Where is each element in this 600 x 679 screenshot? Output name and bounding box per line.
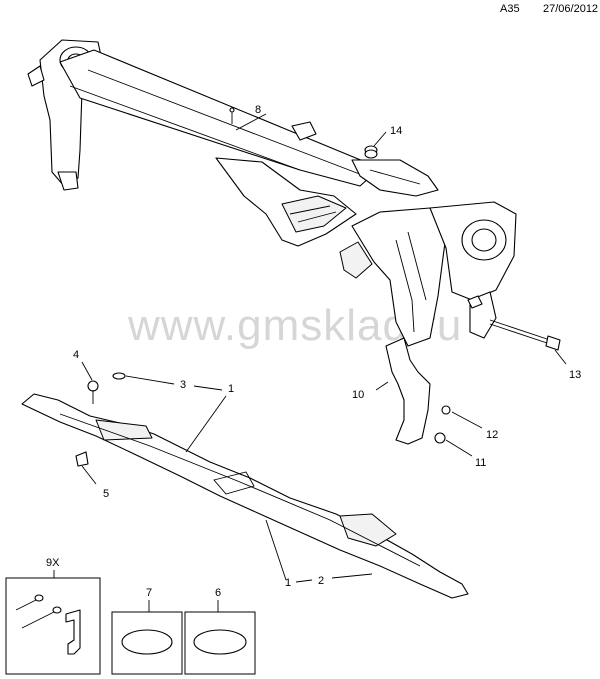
callout-9x: 9X: [46, 557, 60, 569]
sheet-date: 27/06/2012: [543, 3, 599, 15]
detail-box-9x: 9X: [5, 557, 101, 675]
callout-1-lower: 1: [285, 577, 291, 589]
callout-6: 6: [215, 587, 221, 599]
callout-2: 2: [318, 575, 324, 587]
callout-5: 5: [103, 488, 109, 500]
callout-1-upper: 1: [228, 383, 234, 395]
detail-box-6: 6: [184, 587, 256, 675]
callouts: 8 14 4 3 1 10 13 12 11 5 1 2: [73, 104, 581, 589]
detail-box-7: 7: [111, 587, 183, 675]
callout-7: 7: [146, 587, 152, 599]
leader-lines: [81, 113, 567, 583]
callout-4: 4: [73, 349, 79, 361]
callout-12: 12: [486, 429, 498, 441]
callout-14: 14: [390, 125, 402, 137]
sheet-id: A35: [500, 3, 520, 15]
callout-10: 10: [352, 389, 364, 401]
cross-car-beam: [27, 39, 561, 351]
lower-bracket: [385, 337, 451, 445]
callout-8: 8: [255, 104, 261, 116]
lower-panel: [21, 372, 469, 599]
callout-13: 13: [569, 369, 581, 381]
callout-11: 11: [475, 457, 486, 469]
callout-3: 3: [180, 379, 186, 391]
